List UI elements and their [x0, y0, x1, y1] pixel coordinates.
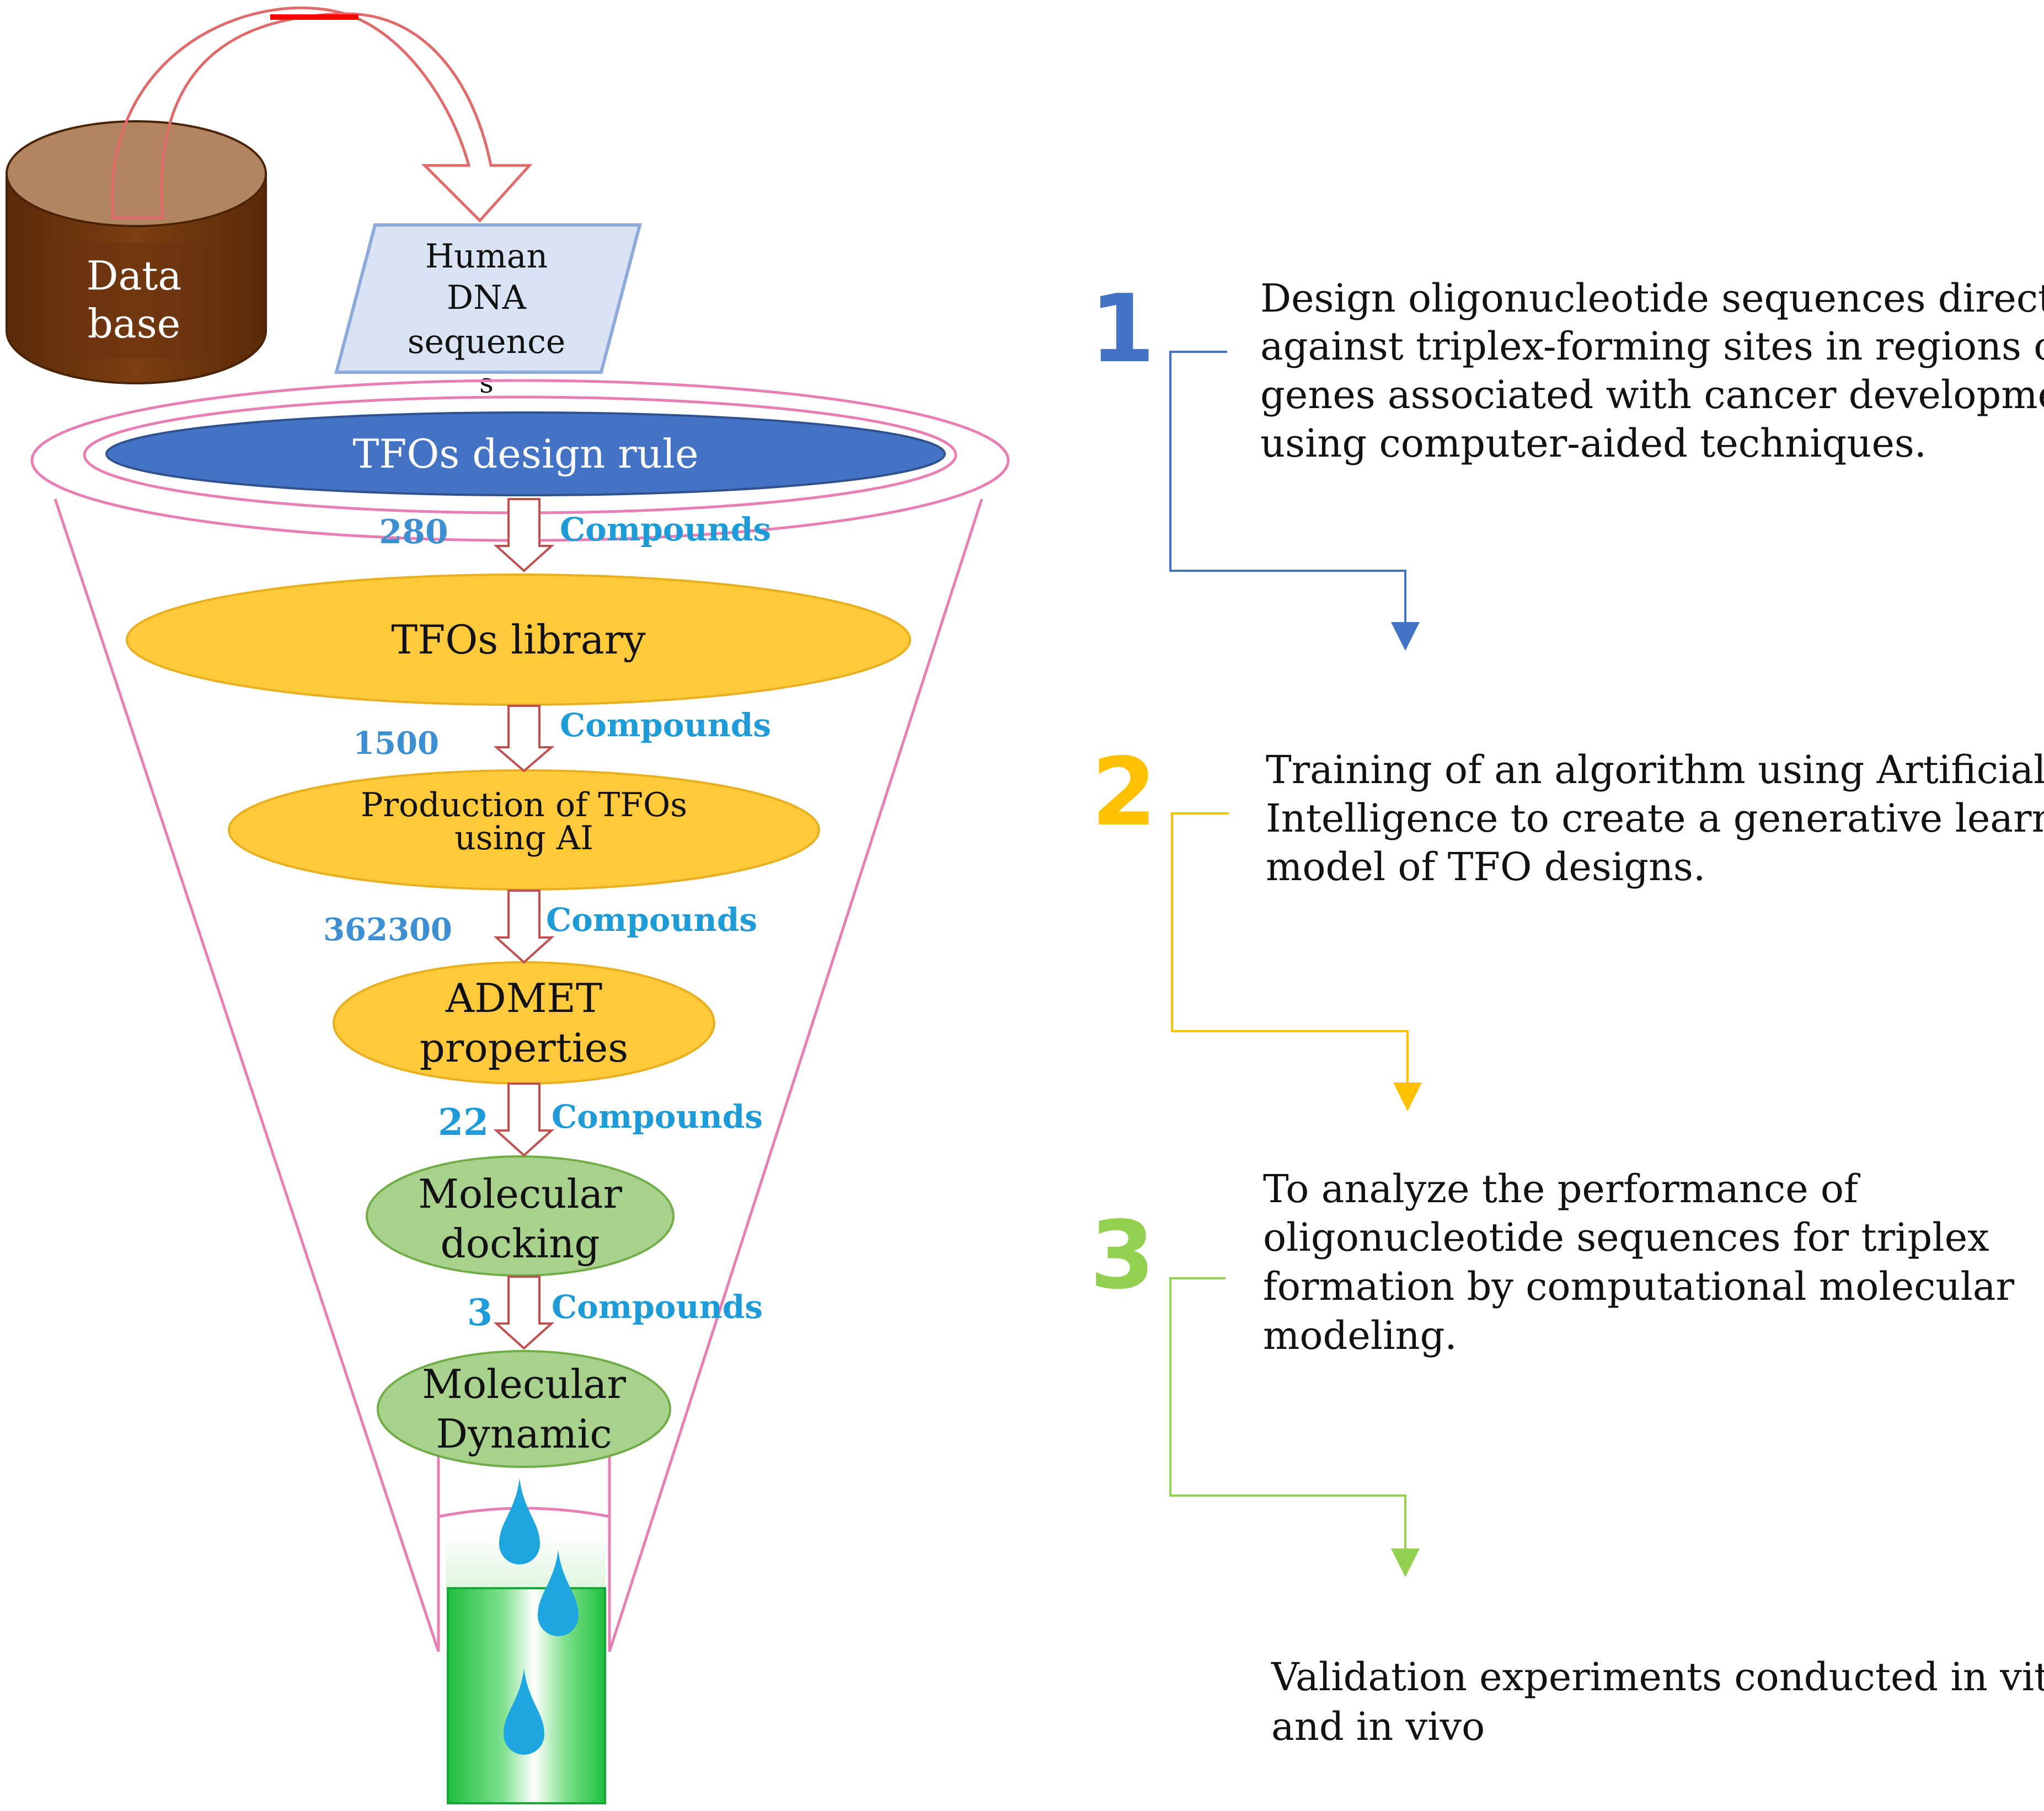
- beaker: [446, 1533, 606, 1804]
- drop-2: [538, 1550, 579, 1636]
- stage-molecular-dynamic: Molecular Dynamic: [377, 1350, 671, 1468]
- validation-line-1: Validation experiments conducted in vitr…: [1271, 1654, 2044, 1700]
- step-1-number: 1: [1090, 275, 1155, 384]
- database-cylinder: Data base: [6, 120, 267, 384]
- count-value-1: 280: [379, 513, 448, 551]
- step-3-line-2: oligonucleotide sequences for triplex: [1263, 1215, 1989, 1260]
- stage-tfos-library: TFOs library: [126, 574, 911, 706]
- database-label-line2: base: [88, 301, 181, 347]
- count-value-5: 3: [467, 1291, 493, 1334]
- step-2-number: 2: [1091, 738, 1157, 847]
- stage-production-ai-line1: Production of TFOs: [361, 786, 687, 824]
- validation-text: Validation experiments conducted in vitr…: [1271, 1654, 2044, 1749]
- down-arrow-2: [493, 705, 555, 773]
- database-label-line1: Data: [87, 253, 182, 299]
- stage-docking-line2: docking: [441, 1220, 600, 1267]
- step-3-line-4: modeling.: [1263, 1313, 1457, 1358]
- count-unit-5: Compounds: [552, 1288, 763, 1326]
- stage-arrows: [493, 498, 555, 1350]
- step-1-line-2: against triplex-forming sites in regions…: [1260, 324, 2044, 369]
- stage-dynamic-line1: Molecular: [422, 1361, 626, 1407]
- step-1-arrowhead: [1391, 622, 1420, 651]
- drops: [499, 1478, 579, 1755]
- dna-label-line3: sequence: [408, 323, 566, 361]
- drop-3: [504, 1668, 544, 1755]
- down-arrow-4: [493, 1083, 555, 1157]
- stage-production-ai: Production of TFOs using AI: [228, 769, 820, 891]
- step-2-arrowhead: [1393, 1083, 1422, 1111]
- step-2: 2 Training of an algorithm using Artific…: [1091, 738, 2044, 1111]
- step-3-number: 3: [1090, 1201, 1155, 1310]
- step-3-line-3: formation by computational molecular: [1263, 1264, 2015, 1309]
- step-3: 3 To analyze the performance of oligonuc…: [1090, 1166, 2015, 1577]
- step-2-line-1: Training of an algorithm using Artificia…: [1266, 747, 2044, 792]
- step-3-line-1: To analyze the performance of: [1263, 1166, 1861, 1212]
- validation-line-2: and in vivo: [1271, 1704, 1485, 1749]
- count-unit-3: Compounds: [546, 901, 757, 939]
- stage-dynamic-line2: Dynamic: [436, 1411, 612, 1457]
- stage-admet-line1: ADMET: [445, 975, 602, 1021]
- stage-docking-line1: Molecular: [418, 1171, 622, 1217]
- dna-label-line2: DNA: [447, 278, 527, 317]
- drop-1: [499, 1478, 540, 1564]
- step-1-line-3: genes associated with cancer development: [1260, 372, 2044, 417]
- count-unit-4: Compounds: [552, 1098, 763, 1135]
- dna-label-line4: s: [479, 367, 494, 399]
- human-dna-sequences-box: Human DNA sequence s: [334, 223, 642, 399]
- count-unit-2: Compounds: [560, 706, 771, 744]
- step-2-line-2: Intelligence to create a generative lear…: [1266, 796, 2044, 841]
- count-value-3: 362300: [323, 912, 452, 948]
- down-arrow-3: [493, 890, 555, 964]
- dna-label-line1: Human: [425, 237, 548, 276]
- stage-admet: ADMET properties: [333, 961, 715, 1085]
- step-2-line-3: model of TFO designs.: [1266, 844, 1705, 890]
- stage-design-rule-label: TFOs design rule: [352, 431, 698, 477]
- count-value-4: 22: [438, 1101, 489, 1144]
- step-1: 1 Design oligonucleotide sequences direc…: [1090, 275, 2044, 651]
- step-3-arrowhead: [1391, 1549, 1420, 1577]
- step-1-line-4: using computer-aided techniques.: [1260, 421, 1927, 466]
- count-unit-1: Compounds: [560, 511, 771, 548]
- funnel-outline: [30, 379, 1010, 1652]
- count-value-2: 1500: [353, 725, 439, 762]
- down-arrow-5: [493, 1276, 555, 1350]
- stage-tfos-library-label: TFOs library: [391, 617, 646, 663]
- stage-molecular-docking: Molecular docking: [366, 1155, 675, 1277]
- stage-design-rule: TFOs design rule: [105, 411, 946, 496]
- down-arrow-1: [493, 498, 555, 572]
- database-to-dna-arrow: [111, 6, 533, 223]
- stage-admet-line2: properties: [420, 1025, 629, 1071]
- step-1-line-1: Design oligonucleotide sequences directe…: [1260, 276, 2044, 321]
- stage-production-ai-line2: using AI: [454, 819, 593, 858]
- compound-counts: 280 Compounds 1500 Compounds 362300 Comp…: [323, 511, 771, 1334]
